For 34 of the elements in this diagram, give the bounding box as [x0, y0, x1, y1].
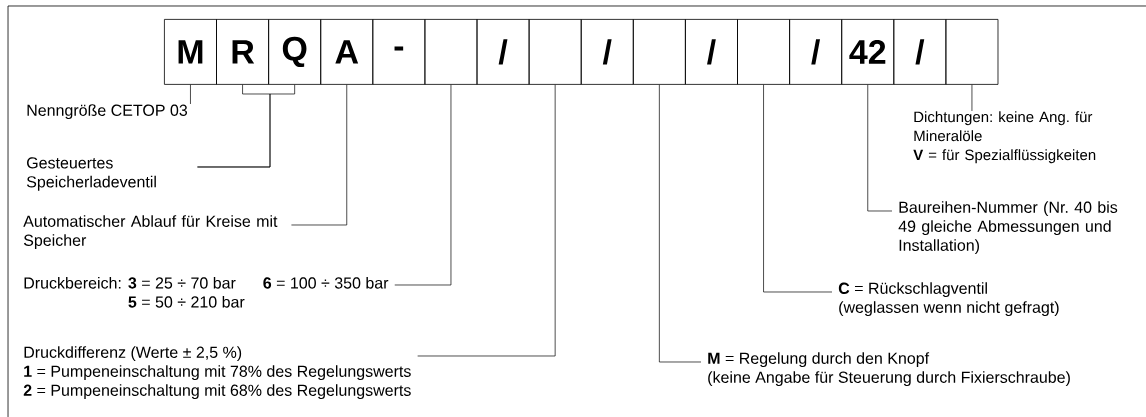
description-text: Nenngröße CETOP 03 [27, 104, 188, 120]
code-box: / [685, 19, 738, 85]
empty-code-box [945, 19, 999, 85]
leader-line [763, 84, 833, 293]
description-text: Gesteuertes Speicherladeventil [26, 157, 156, 191]
code-box: A [320, 19, 374, 85]
code-box: / [789, 19, 843, 85]
leader-line [190, 84, 191, 105]
leader-line [659, 84, 702, 363]
description-text: Druckdifferenz (Werte ± 2,5 %) 1 = Pumpeneinschaltung mit 78% des Regelungswerts 2 = Pumpeneinschaltung mit 68% des Regelungswerts [23, 346, 411, 400]
code-box: R [216, 19, 269, 85]
description-text: Automatischer Ablauf für Kreise mit Speicher [23, 215, 278, 250]
leader-line [291, 84, 348, 226]
leader-line [394, 84, 452, 286]
leader-line [971, 84, 973, 112]
empty-code-box [528, 19, 582, 85]
leader-line [417, 84, 556, 357]
description-text: C = Rückschlagventil (weglassen wenn nicht gefragt) [838, 282, 1059, 317]
description-text: Baureihen-Nummer (Nr. 40 bis 49 gleiche Abmessungen und Installation) [898, 201, 1118, 255]
description-text: Druckbereich: 3 = 25 ÷ 70 bar 6 = 100 ÷ 350 bar 5 = 50 ÷ 210 bar [24, 276, 389, 308]
code-box: / [476, 19, 530, 85]
empty-code-box [737, 19, 790, 85]
code-box: 42 [841, 19, 895, 85]
code-box: Q [268, 19, 322, 85]
description-text: M = Regelung durch den Knopf (keine Angabe für Steuerung durch Fixierschraube) [708, 352, 1070, 387]
description-text: Dichtungen: keine Ang. für Mineralöle V = für Spezialflüssigkeiten [913, 111, 1096, 164]
code-box: - [372, 19, 426, 85]
code-box: / [893, 19, 947, 85]
leader-line [867, 84, 893, 212]
empty-code-box [632, 19, 686, 85]
code-box: M [164, 19, 217, 85]
code-box: / [580, 19, 634, 85]
empty-code-box [424, 19, 478, 85]
leader-line [197, 84, 295, 168]
